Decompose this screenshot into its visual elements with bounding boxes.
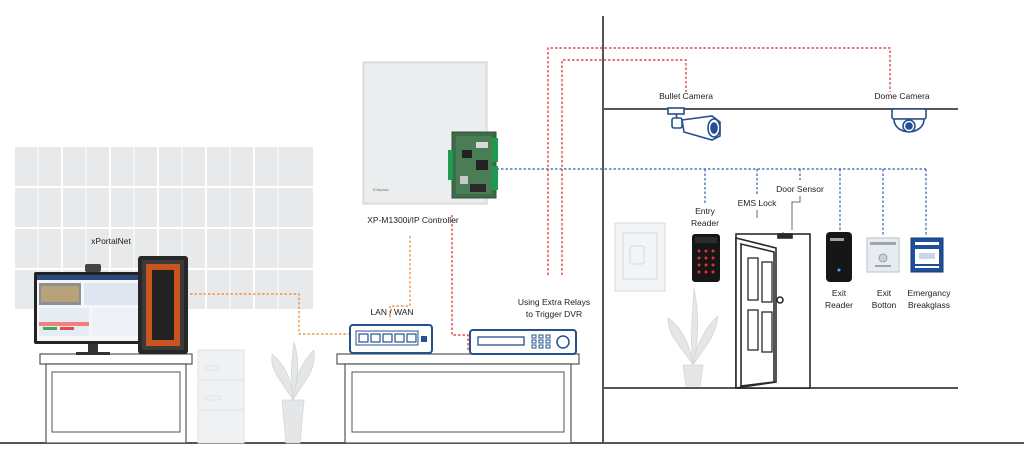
entry-reader-label-line2: Reader [691, 218, 719, 228]
ems-lock-label: EMS Lock [738, 198, 777, 208]
breakglass-label-line2: Breakglass [908, 300, 950, 310]
card-reader-icon [826, 232, 852, 282]
plant-icon [667, 287, 719, 387]
controller-bus-lines [492, 168, 927, 236]
dome-camera-icon [891, 108, 927, 133]
middle-desk [336, 353, 580, 444]
controller-label: XP-M1300i/IP Controller [367, 215, 459, 225]
door-sensor-label: Door Sensor [776, 184, 824, 194]
controller-enclosure: Entrpass [362, 61, 498, 205]
network-switch-icon [349, 324, 433, 354]
dvr-icon [469, 329, 577, 355]
breakglass-label-line1: Emergancy [908, 288, 952, 298]
exit-reader-label-line1: Exit [832, 288, 847, 298]
pc-tower-icon [138, 256, 188, 354]
exit-reader-label-line2: Reader [825, 300, 853, 310]
entry-reader-label-line1: Entry [695, 206, 716, 216]
left-desk [39, 353, 193, 444]
relays-label-line1: Using Extra Relays [518, 297, 590, 307]
lan-wan-label: LAN / WAN [370, 307, 413, 317]
svg-text:Entrpass: Entrpass [373, 187, 389, 192]
card-reader-icon [692, 234, 720, 282]
exit-button-label-line2: Botton [872, 300, 897, 310]
door-icon [735, 233, 811, 389]
breakglass-icon [910, 237, 944, 273]
exit-button-label-line1: Exit [877, 288, 892, 298]
bullet-camera-label: Bullet Camera [659, 91, 713, 101]
xportalnet-label: xPortalNet [91, 236, 131, 246]
faded-cabinet [197, 349, 245, 444]
network-lines [190, 236, 411, 335]
desktop-monitor-icon [34, 264, 152, 355]
light-switch-icon [614, 222, 666, 292]
exit-button-icon [866, 237, 900, 273]
dome-camera-label: Dome Camera [874, 91, 930, 101]
bullet-camera-icon [667, 107, 721, 141]
controller-pcb [448, 131, 498, 199]
plant-icon [271, 341, 315, 444]
relays-label-line2: to Trigger DVR [526, 309, 582, 319]
